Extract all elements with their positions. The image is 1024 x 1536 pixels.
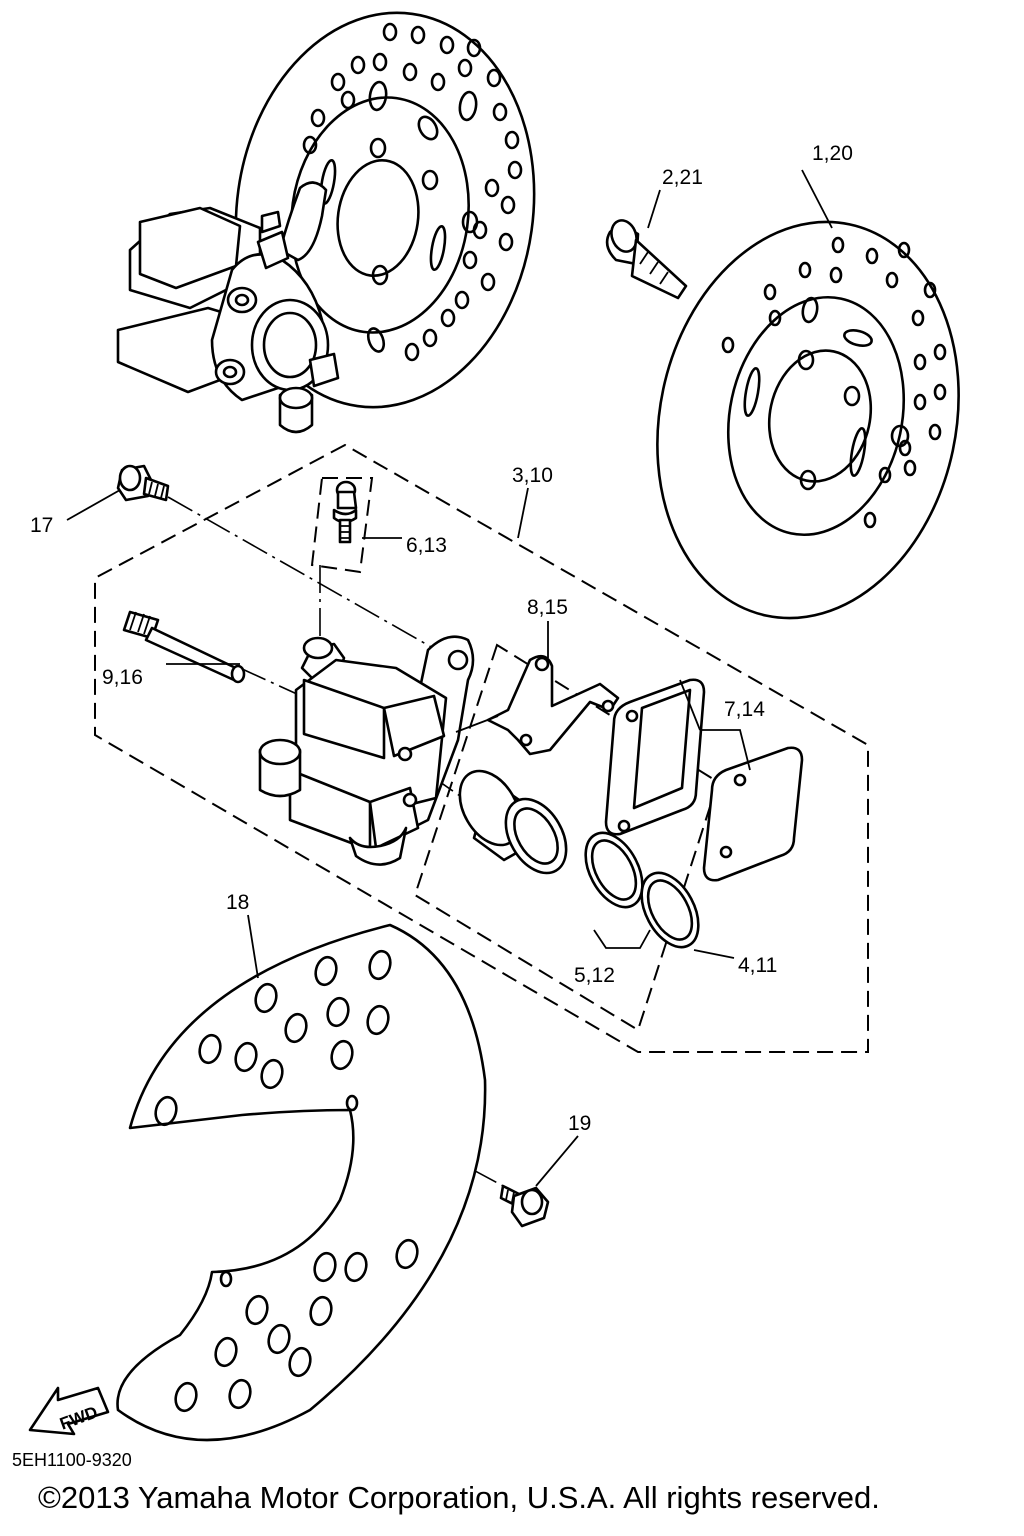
piston-seal-2 xyxy=(640,871,700,949)
brake-disc xyxy=(656,220,960,620)
callout-6-13: 6,13 xyxy=(406,534,447,557)
pad-spring xyxy=(486,654,620,756)
brake-pad-outer xyxy=(702,746,804,882)
callout-leaders xyxy=(66,169,833,1187)
callout-5-12: 5,12 xyxy=(574,964,615,987)
brake-pad-inner xyxy=(604,678,706,836)
callout-1-20: 1,20 xyxy=(812,142,853,165)
piston-seal-1 xyxy=(584,831,644,909)
diagram-code: 5EH1100-9320 xyxy=(12,1450,132,1470)
callout-9-16: 9,16 xyxy=(102,666,143,689)
caliper-piston xyxy=(458,769,568,875)
assembled-disc-holes xyxy=(302,22,523,362)
callout-7-14: 7,14 xyxy=(724,698,765,721)
bleed-screw xyxy=(332,480,358,544)
disc-bolt xyxy=(605,219,688,300)
disc-guard-bolt xyxy=(499,1184,550,1228)
callout-17: 17 xyxy=(30,514,53,537)
callout-19: 19 xyxy=(568,1112,591,1135)
caliper-bolt xyxy=(116,464,170,502)
bleed-screw-boundary xyxy=(310,477,374,574)
caliper-assembly-boundary xyxy=(94,443,869,1053)
disc-guard xyxy=(116,923,487,1442)
disc-guard-holes xyxy=(154,949,419,1413)
callout-8-15: 8,15 xyxy=(527,596,568,619)
caliper-body xyxy=(258,635,475,866)
callout-2-21: 2,21 xyxy=(662,166,703,189)
callout-labels: 1,20 2,21 3,10 4,11 5,12 6,13 7,14 8,15 … xyxy=(30,142,853,1135)
callout-18: 18 xyxy=(226,891,249,914)
callout-3-10: 3,10 xyxy=(512,464,553,487)
callout-4-11: 4,11 xyxy=(738,954,777,977)
disc-holes xyxy=(721,236,947,529)
slide-pin xyxy=(122,610,246,684)
copyright-notice: ©2013 Yamaha Motor Corporation, U.S.A. A… xyxy=(38,1480,880,1515)
assembled-caliper xyxy=(116,181,340,434)
fwd-arrow-icon: FWD xyxy=(28,1386,110,1436)
